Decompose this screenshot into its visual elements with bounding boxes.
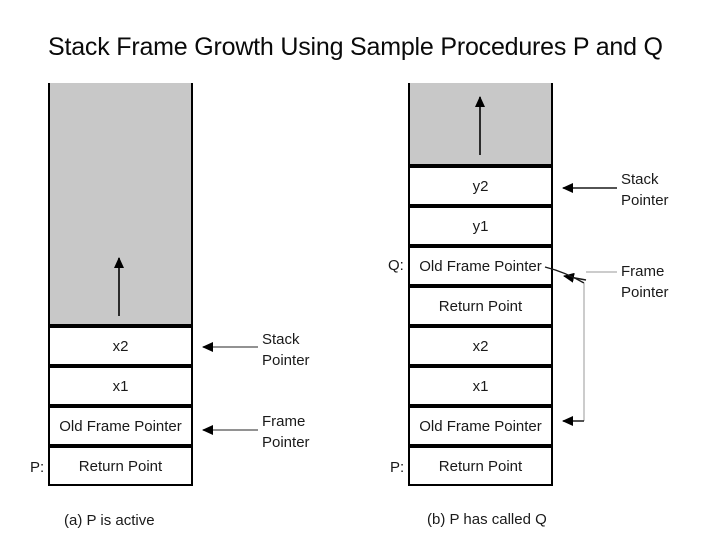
stack-a-cell-x1: x1 bbox=[48, 366, 193, 406]
stack-b-cell-old-frame-pointer-p: Old Frame Pointer bbox=[408, 406, 553, 446]
stack-b-cell-return-point-q: Return Point bbox=[408, 286, 553, 326]
stack-b-frame-pointer-arrow-icon bbox=[563, 272, 587, 283]
stack-a-procedure-label-p: P: bbox=[30, 459, 45, 476]
stack-b-procedure-label-p: P: bbox=[390, 459, 405, 476]
stack-a-cell-return-point: Return Point bbox=[48, 446, 193, 486]
stack-b-cell-y1: y1 bbox=[408, 206, 553, 246]
stack-a-cell-x2: x2 bbox=[48, 326, 193, 366]
slide-title: Stack Frame Growth Using Sample Procedur… bbox=[48, 33, 663, 61]
caption-a: (a) P is active bbox=[64, 512, 155, 529]
stack-b-cell-x2: x2 bbox=[408, 326, 553, 366]
stack-b-cell-return-point-p: Return Point bbox=[408, 446, 553, 486]
stack-a-unused-region bbox=[48, 83, 193, 326]
stack-a-stack-pointer-label: Stack Pointer bbox=[262, 331, 310, 369]
stack-b: y2 y1 Old Frame Pointer Return Point x2 … bbox=[408, 83, 553, 486]
stack-b-cell-old-frame-pointer-q: Old Frame Pointer bbox=[408, 246, 553, 286]
stack-b-stack-pointer-label: Stack Pointer bbox=[621, 171, 669, 209]
stack-a-cell-old-frame-pointer: Old Frame Pointer bbox=[48, 406, 193, 446]
stack-a: x2 x1 Old Frame Pointer Return Point bbox=[48, 83, 193, 486]
stack-b-procedure-label-q: Q: bbox=[388, 257, 404, 274]
stack-a-frame-pointer-label: Frame Pointer bbox=[262, 413, 310, 451]
stack-b-frame-pointer-label: Frame Pointer bbox=[621, 263, 669, 301]
stack-b-cell-y2: y2 bbox=[408, 166, 553, 206]
caption-b: (b) P has called Q bbox=[427, 511, 547, 528]
stack-b-unused-region bbox=[408, 83, 553, 166]
stack-b-cell-x1: x1 bbox=[408, 366, 553, 406]
